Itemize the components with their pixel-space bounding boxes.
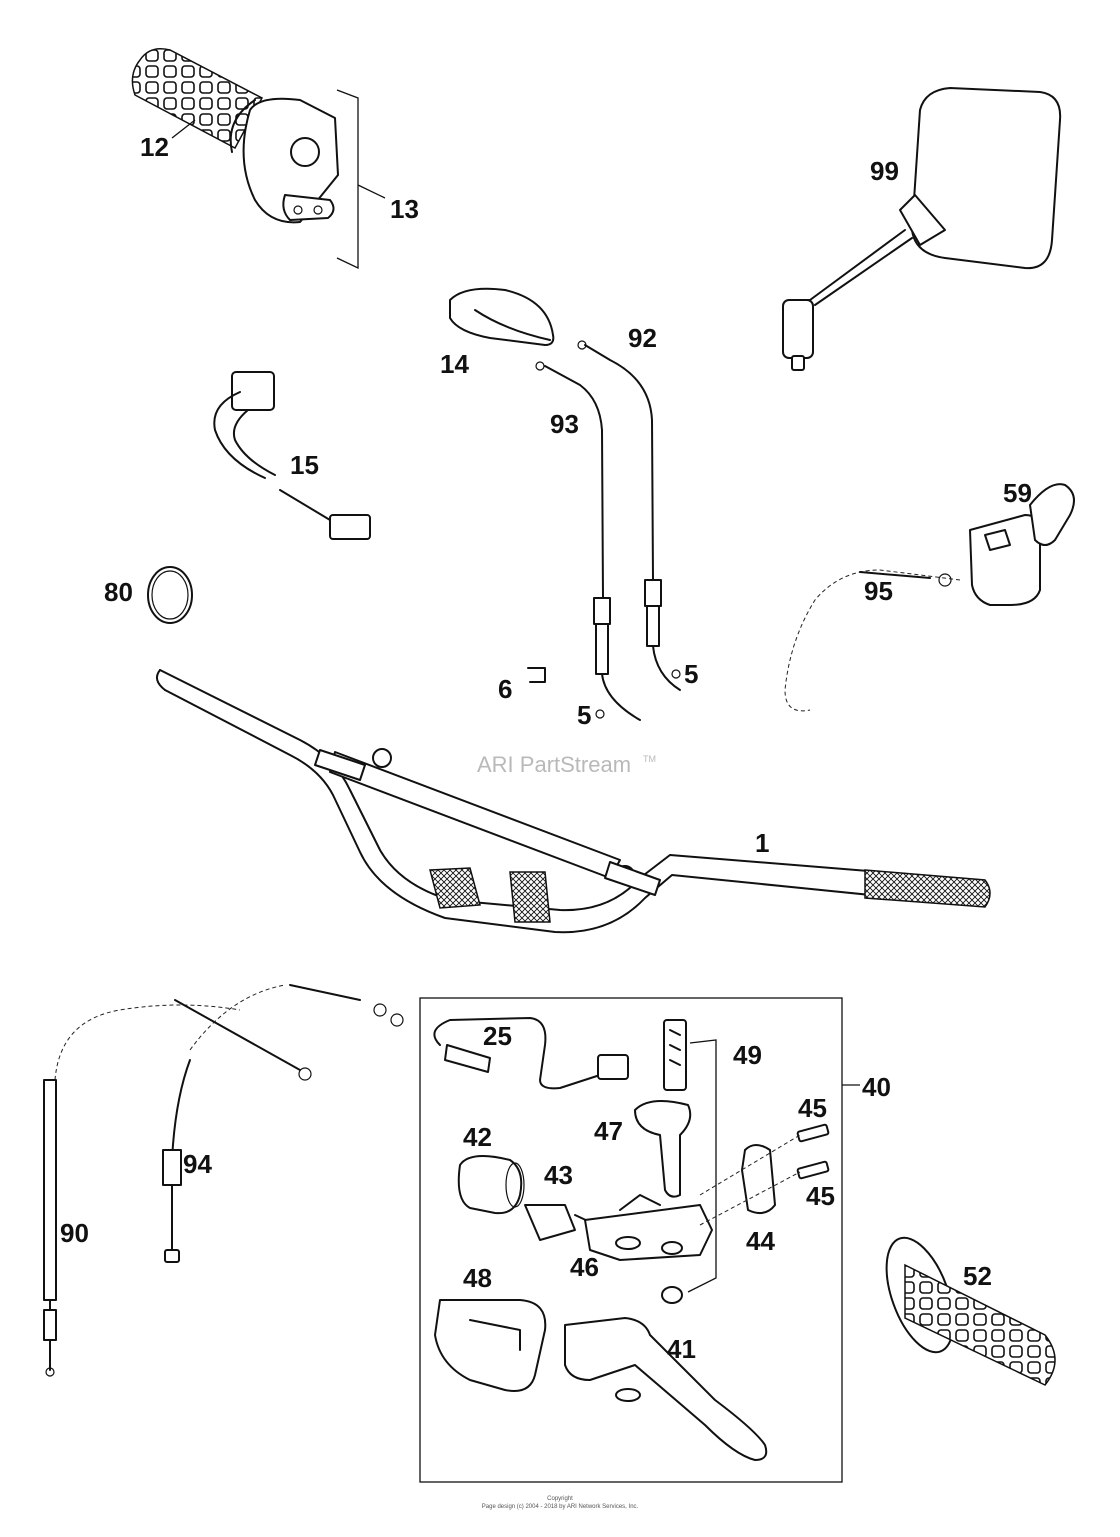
label-13: 13 [390,194,419,224]
clip-part-5b[interactable] [671,669,681,679]
leader-12 [171,119,196,139]
label-43: 43 [544,1160,573,1190]
label-42: 42 [463,1122,492,1152]
clip-part-5a[interactable] [595,709,605,719]
label-48: 48 [463,1263,492,1293]
label-49: 49 [733,1040,762,1070]
label-40: 40 [862,1072,891,1102]
label-6: 6 [498,674,512,704]
footer-copyright: Copyright [547,1496,573,1502]
clamp-part-44[interactable] [741,1144,776,1215]
watermark-text: ARI PartStream [477,752,631,777]
label-1: 1 [755,828,769,858]
watermark-trademark: TM [643,754,656,764]
handlebar-part-1[interactable] [155,669,991,934]
clutch-cable-part-90[interactable] [43,999,312,1377]
label-46: 46 [570,1252,599,1282]
adjuster-part-43[interactable] [524,1204,591,1241]
label-52: 52 [963,1261,992,1291]
cover-part-48[interactable] [434,1299,547,1392]
label-25: 25 [483,1021,512,1051]
label-45a: 45 [798,1093,827,1123]
mirror-part-99[interactable] [782,87,1062,371]
cover-part-14[interactable] [449,287,555,346]
label-92: 92 [628,323,657,353]
label-47: 47 [594,1116,623,1146]
clip-part-6[interactable] [527,667,546,683]
leader-13 [357,184,386,199]
switch-part-15[interactable] [213,371,371,540]
label-44: 44 [746,1226,775,1256]
lever-part-41[interactable] [564,1317,768,1461]
label-41: 41 [667,1334,696,1364]
hose-part-25[interactable] [433,1017,629,1090]
lever-assembly-part-59[interactable] [969,483,1075,606]
label-80: 80 [104,577,133,607]
bolt-part-45b[interactable] [796,1160,830,1180]
label-5b: 5 [684,659,698,689]
label-12: 12 [140,132,169,162]
label-90: 90 [60,1218,89,1248]
throttle-housing-part-13[interactable] [242,97,339,224]
label-94: 94 [183,1149,212,1179]
footer-page-design: Page design (c) 2004 - 2018 by ARI Netwo… [482,1504,639,1510]
bracket-49 [687,1039,717,1293]
cable-part-95[interactable] [784,569,961,712]
bolt-part-49[interactable] [663,1019,687,1091]
assembly-box-part-40 [419,997,843,1483]
label-95: 95 [864,576,893,606]
label-59: 59 [1003,478,1032,508]
clamp-part-80[interactable] [147,566,193,624]
dash-44-45 [699,1134,801,1226]
grip-part-52[interactable] [873,1229,1056,1386]
master-body-part-46[interactable] [584,1194,713,1261]
label-99: 99 [870,156,899,186]
throttle-cable-part-93[interactable] [535,361,641,721]
label-93: 93 [550,409,579,439]
bolt-part-45a[interactable] [796,1123,830,1143]
piston-part-42[interactable] [457,1155,525,1215]
label-5a: 5 [577,700,591,730]
label-14: 14 [440,349,469,379]
label-15: 15 [290,450,319,480]
label-45b: 45 [806,1181,835,1211]
clutch-cable-part-94[interactable] [162,984,404,1263]
bracket-13 [336,89,359,270]
throttle-cable-part-92[interactable] [577,340,681,691]
lever-body-part-47[interactable] [634,1100,692,1198]
